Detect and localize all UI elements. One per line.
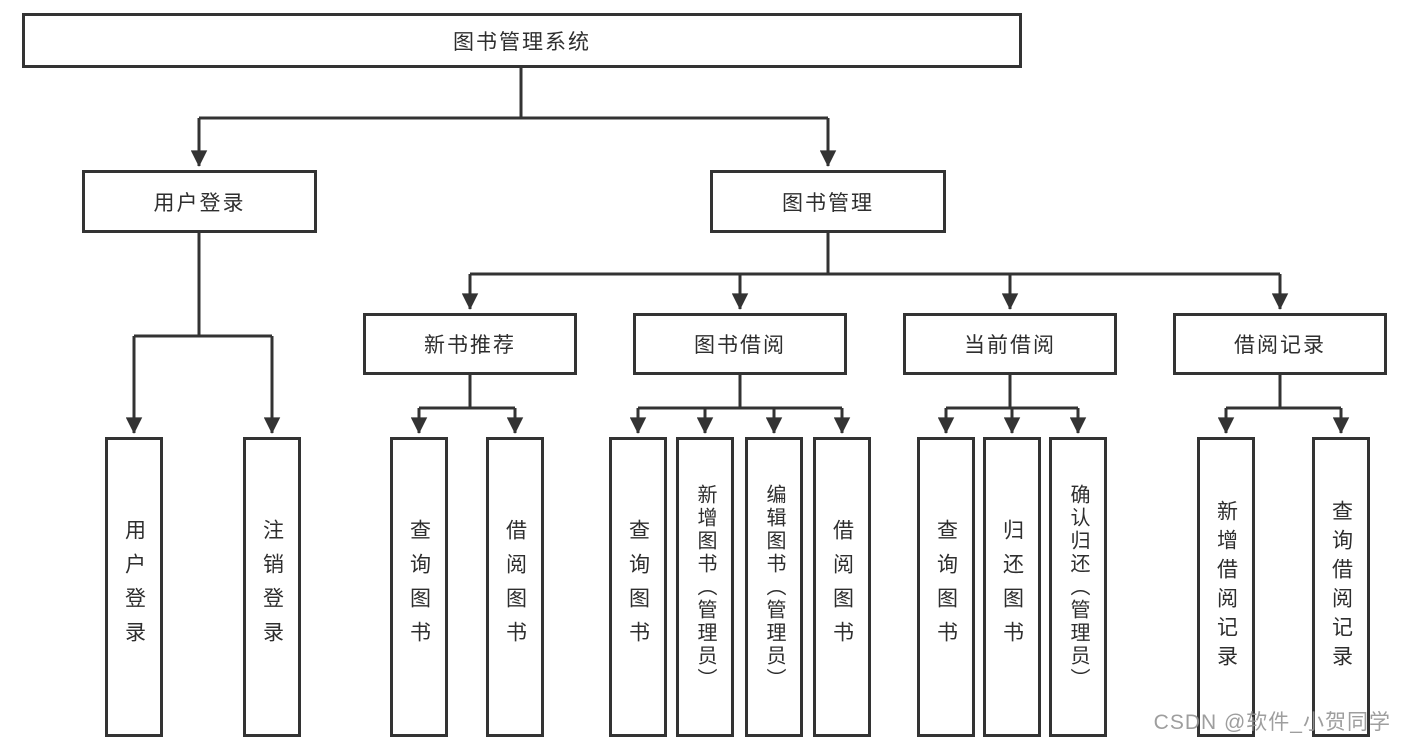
- node-current-borrowing: 当前借阅: [903, 313, 1117, 375]
- leaf-query-book-recommend: 查询图书: [390, 437, 448, 737]
- leaf-confirm-return-admin: 确认归还（管理员）: [1049, 437, 1107, 737]
- node-borrowing-records-label: 借阅记录: [1234, 334, 1326, 357]
- leaf-query-borrow-record-label: 查询借阅记录: [1329, 500, 1353, 674]
- node-user-login-group-label: 用户登录: [153, 191, 246, 215]
- leaf-logout: 注销登录: [243, 437, 301, 737]
- leaf-query-borrow-record: 查询借阅记录: [1312, 437, 1370, 737]
- leaf-return-book-label: 归还图书: [1000, 519, 1024, 655]
- leaf-borrow-book-borrowing: 借阅图书: [813, 437, 871, 737]
- leaf-borrow-book-borrowing-label: 借阅图书: [830, 519, 854, 655]
- csdn-watermark: CSDN @软件_小贺同学: [1153, 711, 1391, 734]
- leaf-logout-label: 注销登录: [260, 519, 284, 655]
- node-book-management: 图书管理: [710, 170, 946, 233]
- leaf-add-borrow-record-label: 新增借阅记录: [1214, 500, 1238, 674]
- leaf-user-login: 用户登录: [105, 437, 163, 737]
- leaf-return-book: 归还图书: [983, 437, 1041, 737]
- node-book-borrowing-label: 图书借阅: [694, 334, 786, 357]
- leaf-confirm-return-admin-label: 确认归还（管理员）: [1067, 483, 1089, 691]
- leaf-borrow-book-recommend-label: 借阅图书: [503, 519, 527, 655]
- leaf-add-borrow-record: 新增借阅记录: [1197, 437, 1255, 737]
- node-book-borrowing: 图书借阅: [633, 313, 847, 375]
- leaf-borrow-book-recommend: 借阅图书: [486, 437, 544, 737]
- leaf-edit-book-admin-label: 编辑图书（管理员）: [763, 483, 785, 691]
- leaf-add-book-admin: 新增图书（管理员）: [676, 437, 734, 737]
- node-root-label: 图书管理系统: [453, 30, 591, 54]
- node-current-borrowing-label: 当前借阅: [964, 334, 1056, 357]
- node-user-login-group: 用户登录: [82, 170, 317, 233]
- node-new-book-recommend: 新书推荐: [363, 313, 577, 375]
- node-new-book-recommend-label: 新书推荐: [424, 334, 516, 357]
- leaf-query-book-current-label: 查询图书: [934, 519, 958, 655]
- leaf-query-book-current: 查询图书: [917, 437, 975, 737]
- node-borrowing-records: 借阅记录: [1173, 313, 1387, 375]
- leaf-query-book-recommend-label: 查询图书: [407, 519, 431, 655]
- leaf-query-book-borrowing: 查询图书: [609, 437, 667, 737]
- leaf-add-book-admin-label: 新增图书（管理员）: [694, 483, 716, 691]
- leaf-query-book-borrowing-label: 查询图书: [626, 519, 650, 655]
- leaf-edit-book-admin: 编辑图书（管理员）: [745, 437, 803, 737]
- node-root: 图书管理系统: [22, 13, 1022, 68]
- node-book-management-label: 图书管理: [782, 191, 874, 215]
- leaf-user-login-label: 用户登录: [122, 519, 146, 655]
